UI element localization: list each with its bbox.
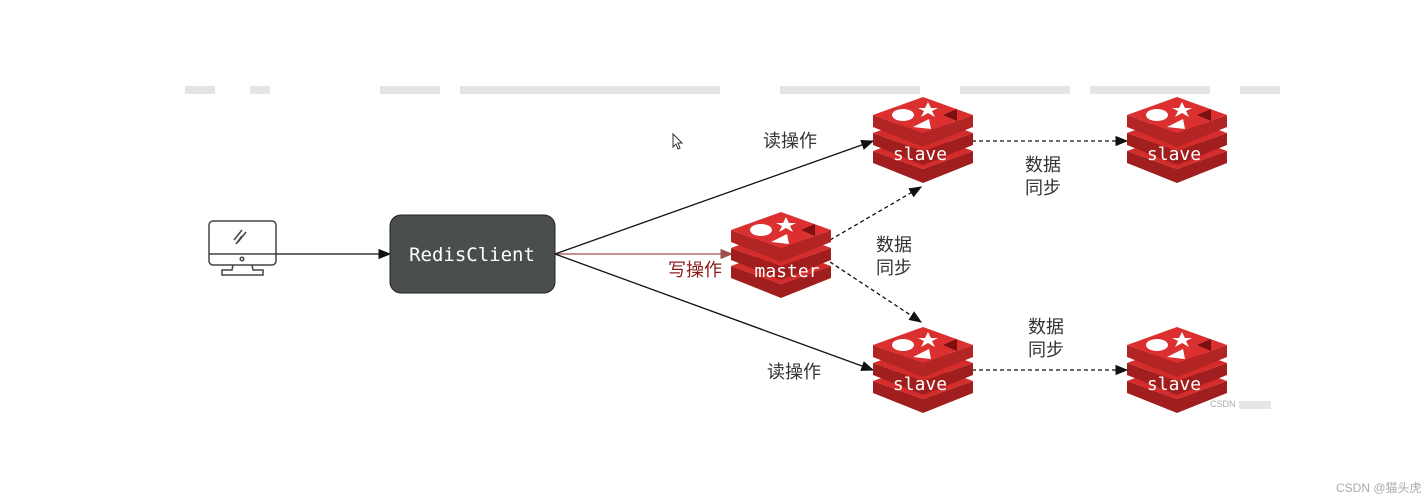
slave-node-bottom-right: slave	[1127, 327, 1227, 413]
slave-label: slave	[1147, 144, 1201, 165]
slave-node-top: slave	[873, 97, 973, 183]
mouse-cursor-icon	[672, 132, 684, 150]
inner-watermark: CSDN	[1210, 399, 1271, 409]
read-arrow-bottom	[554, 253, 875, 371]
redis-client-node: RedisClient	[389, 214, 556, 294]
master-node: master	[731, 212, 831, 298]
slave-label: slave	[1147, 374, 1201, 395]
master-label: master	[754, 261, 819, 282]
sync-arrow-master-top	[829, 186, 923, 241]
sync-label-master-l1: 数据	[876, 235, 912, 256]
redis-logo-icon	[873, 97, 973, 183]
sync-label-top-l1: 数据	[1025, 155, 1061, 176]
redis-logo-icon	[1127, 97, 1227, 183]
slave-label: slave	[893, 374, 947, 395]
redis-logo-icon	[873, 327, 973, 413]
read-label-bottom: 读操作	[767, 362, 821, 383]
redis-logo-icon	[731, 212, 831, 298]
slave-node-bottom: slave	[873, 327, 973, 413]
sync-label-master-l2: 同步	[876, 258, 912, 279]
slave-node-top-right: slave	[1127, 97, 1227, 183]
faint-header-text	[185, 86, 1280, 94]
slave-label: slave	[893, 144, 947, 165]
computer-monitor-icon	[208, 220, 277, 276]
read-arrow-top	[554, 140, 875, 255]
write-label: 写操作	[668, 260, 722, 281]
sync-label-bottom-l1: 数据	[1028, 317, 1064, 338]
redis-client-label: RedisClient	[409, 244, 535, 266]
sync-label-bottom-l2: 同步	[1028, 340, 1064, 361]
sync-label-top-l2: 同步	[1025, 178, 1061, 199]
csdn-watermark: CSDN @猫头虎	[1336, 481, 1422, 495]
read-label-top: 读操作	[763, 131, 817, 152]
